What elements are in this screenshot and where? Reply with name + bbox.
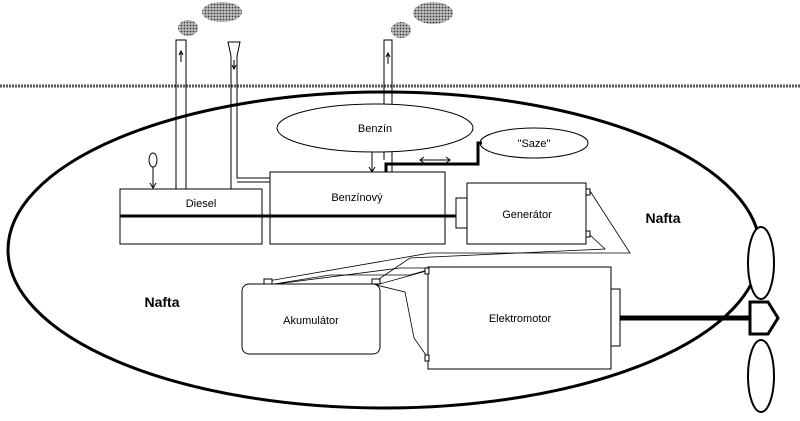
gasoline-engine-label: Benzínový	[331, 192, 383, 204]
propeller-hub	[748, 300, 780, 336]
benzin-tank	[276, 103, 474, 153]
nafta-label-right: Nafta	[645, 210, 680, 226]
propeller	[747, 226, 780, 413]
generator-label: Generátor	[502, 209, 552, 221]
smoke-cloud-large-right	[413, 2, 453, 24]
smoke-cloud-large-left	[202, 2, 242, 22]
akumulator	[241, 283, 381, 355]
generator-coupling	[455, 197, 469, 229]
diesel-air-intake	[227, 41, 270, 189]
elektromotor-terminal-bottom	[424, 354, 430, 362]
akumulator-label: Akumulátor	[283, 315, 339, 327]
saze-tank-label: "Saze"	[518, 138, 551, 150]
propeller-blade-bottom	[747, 339, 775, 413]
diesel-engine-label: Diesel	[186, 198, 217, 210]
elektromotor-terminal-top	[424, 267, 430, 275]
generator-terminal-bottom	[585, 230, 591, 238]
elektromotor	[427, 266, 612, 370]
diesel-exhaust-pipe	[175, 39, 187, 189]
generator	[466, 182, 587, 245]
akumulator-terminal-right	[371, 278, 381, 285]
gasoline-engine	[269, 171, 446, 245]
smoke-cloud-small-right	[391, 22, 411, 38]
soot-line	[384, 141, 482, 172]
nafta-label-left: Nafta	[144, 294, 179, 310]
electrical-wiring	[267, 190, 631, 359]
diesel-valve	[148, 152, 158, 189]
elektromotor-coupling	[610, 288, 621, 347]
propeller-blade-top	[747, 226, 775, 300]
elektromotor-label: Elektromotor	[489, 313, 552, 325]
benzin-tank-label: Benzín	[358, 123, 392, 135]
fuel-feed-line	[368, 152, 376, 173]
generator-terminal-top	[585, 188, 591, 196]
smoke-cloud-small-left	[178, 20, 198, 36]
akumulator-terminal-left	[263, 278, 273, 285]
